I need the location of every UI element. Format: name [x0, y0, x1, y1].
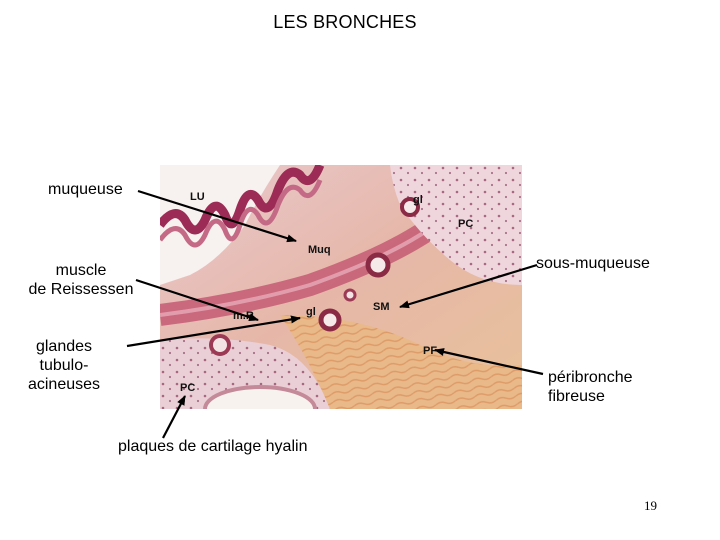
histology-micrograph: LU gl PC Muq m.R gl SM PF PC — [160, 165, 522, 409]
gland-acinus — [365, 252, 391, 278]
label-muscle-reissessen: muscle de Reissessen — [28, 262, 134, 298]
label-peribronche: péribronche fibreuse — [548, 369, 633, 405]
micro-label-gl-top: gl — [413, 194, 423, 206]
caption-cartilage: plaques de cartilage hyalin — [118, 438, 308, 455]
micrograph-drawing: LU gl PC Muq m.R gl SM PF PC — [160, 165, 522, 409]
slide-title: LES BRONCHES — [273, 12, 417, 32]
page-number: 19 — [644, 498, 657, 513]
gland-acinus — [318, 308, 342, 332]
micro-label-gl-mid: gl — [306, 306, 316, 318]
micro-label-pc-bottom: PC — [180, 382, 195, 394]
micro-label-mr: m.R — [233, 310, 254, 322]
label-muqueuse: muqueuse — [48, 181, 123, 198]
gland-acinus — [209, 334, 231, 356]
label-glandes: glandes tubulo- acineuses — [27, 338, 101, 393]
gland-acinus — [400, 197, 420, 217]
adjacent-lumen — [203, 385, 317, 409]
label-sous-muqueuse: sous-muqueuse — [536, 255, 650, 272]
micro-label-sm: SM — [373, 301, 390, 313]
micro-label-pf: PF — [423, 345, 437, 357]
micro-label-lu: LU — [190, 191, 205, 203]
micro-label-muq: Muq — [308, 244, 331, 256]
micro-label-pc-top: PC — [458, 218, 473, 230]
gland-acinus — [343, 288, 357, 302]
